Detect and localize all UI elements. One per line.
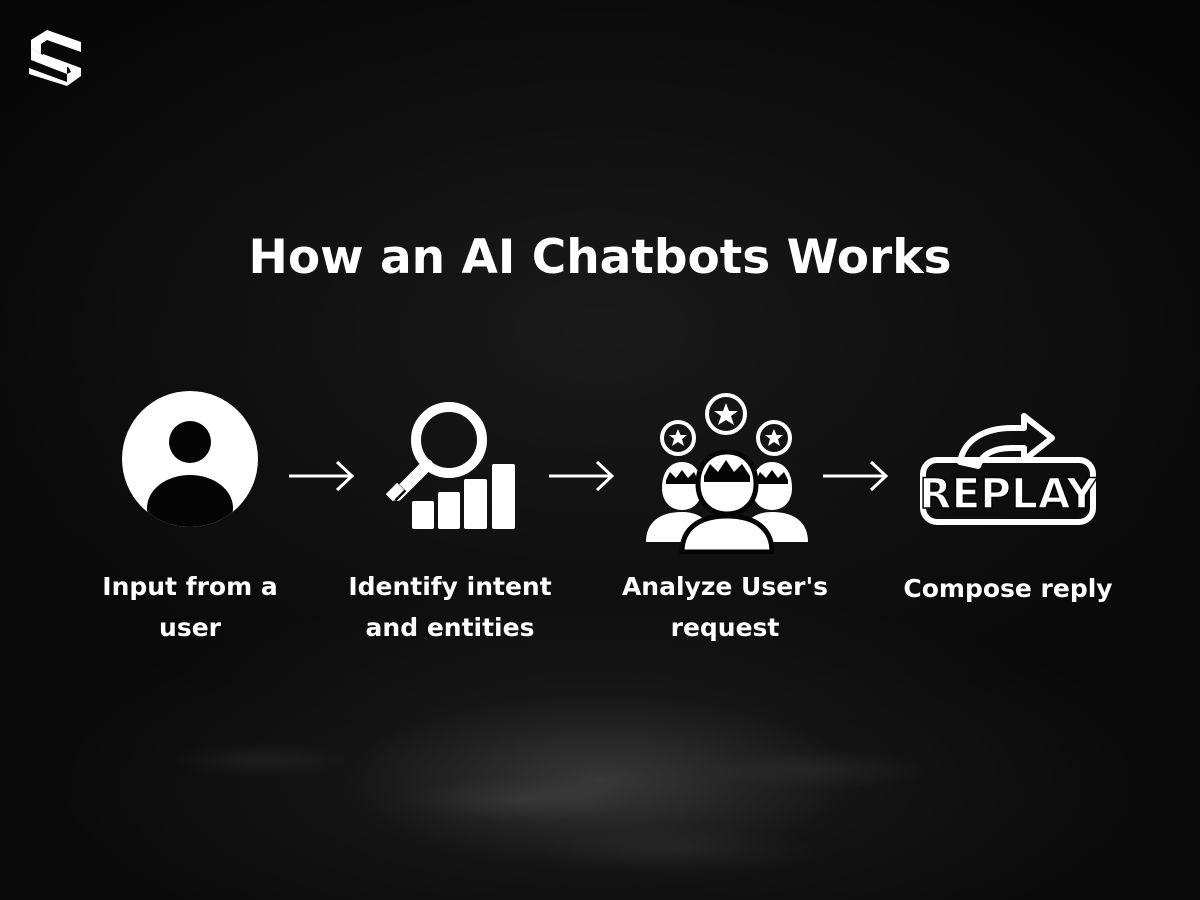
step-label-input: Input from a user (102, 572, 278, 642)
floor-texture (0, 640, 1200, 900)
step-label-compose: Compose reply (903, 574, 1113, 603)
arrow-right-icon (549, 460, 615, 492)
user-avatar-icon (122, 391, 258, 527)
replay-sign-text: REPLAY (920, 469, 1096, 518)
brand-s-logo-icon (29, 30, 81, 86)
page-title: How an AI Chatbots Works (248, 230, 952, 285)
replay-sign-icon: REPLAY (920, 413, 1096, 525)
step-label-analyze: Analyze User's request (621, 572, 829, 642)
step-label-identify: Identify intent and entities (348, 572, 552, 642)
users-stars-icon (646, 393, 808, 554)
arrow-right-icon (289, 460, 355, 492)
magnifier-bar-chart-icon (385, 402, 515, 529)
arrow-right-icon (823, 460, 889, 492)
